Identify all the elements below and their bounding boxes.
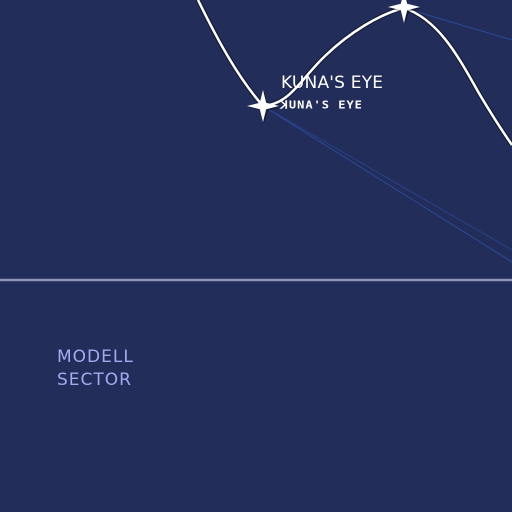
hyperspace-route: [196, 0, 512, 146]
sector-label: MODELL SECTOR: [57, 346, 134, 392]
hyperlane: [262, 105, 512, 251]
hyperlane: [262, 105, 512, 263]
system-label-kunas-eye[interactable]: KUNA'S EYE: [281, 73, 384, 93]
system-label-aurebesh: ꓘUNA'S EYE: [280, 98, 363, 112]
hyperlane: [403, 7, 512, 41]
star-system-icon[interactable]: [388, 0, 422, 25]
sector-label-line2: SECTOR: [57, 370, 132, 390]
sector-label-line1: MODELL: [57, 347, 134, 367]
star-system-icon[interactable]: [247, 90, 281, 124]
